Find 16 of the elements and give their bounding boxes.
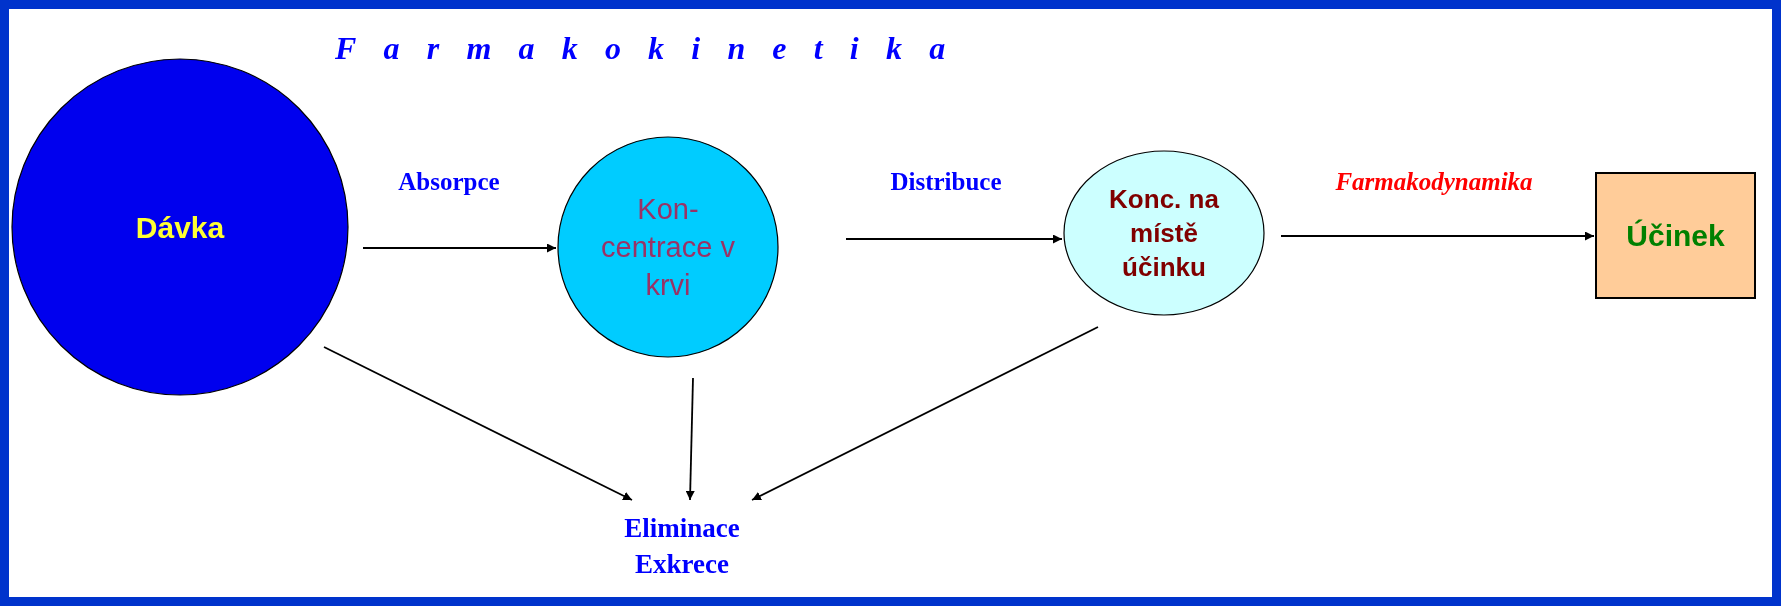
arrow — [362, 243, 557, 253]
blood-concentration-circle — [557, 136, 779, 358]
arrow — [685, 377, 695, 501]
arrow — [323, 346, 633, 501]
dose-circle — [11, 58, 349, 396]
elimination-text: Eliminace Exkrece — [623, 512, 741, 581]
node-label: Kon- centrace v krvi — [600, 192, 736, 303]
arrow — [751, 326, 1099, 501]
node-label: Dávka — [134, 209, 226, 246]
effect-box — [1595, 172, 1756, 299]
site-concentration-circle — [1063, 150, 1265, 316]
node-label: Účinek — [1625, 218, 1726, 254]
arrow — [1280, 231, 1595, 241]
node-label: Konc. na místě účinku — [1108, 183, 1220, 284]
title: Farmakokinetika — [335, 29, 973, 68]
arrow — [845, 234, 1063, 244]
